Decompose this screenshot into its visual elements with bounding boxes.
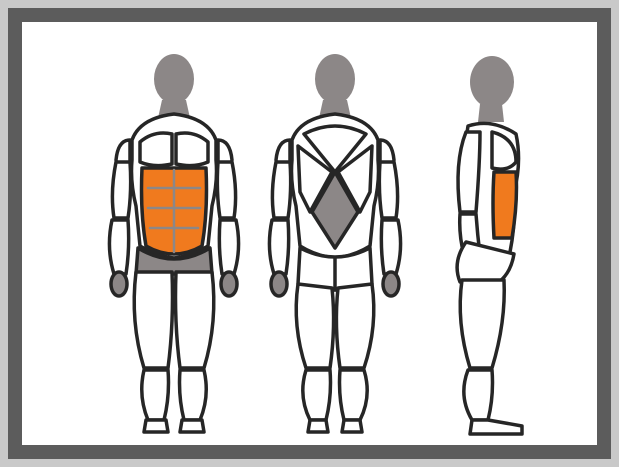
front-foot-right — [180, 420, 204, 432]
back-hand-right — [383, 272, 399, 296]
front-chest-left — [140, 133, 172, 166]
side-abdominals — [493, 172, 517, 238]
front-foot-left — [144, 420, 168, 432]
muscle-map-svg — [22, 22, 597, 445]
front-shin-right — [180, 370, 207, 420]
front-forearm-left — [109, 220, 128, 274]
front-thigh-left — [134, 272, 172, 368]
back-head — [315, 54, 355, 104]
front-thigh-right — [176, 272, 214, 368]
side-neck — [478, 104, 504, 122]
side-calf — [464, 370, 493, 420]
back-foot-left — [308, 420, 328, 432]
front-figure — [109, 54, 238, 432]
back-forearm-right — [381, 220, 400, 274]
back-forearm-left — [269, 220, 288, 274]
front-head — [154, 54, 194, 104]
side-upper-arm — [458, 132, 480, 212]
side-thigh — [460, 280, 504, 368]
back-figure — [269, 54, 400, 432]
back-calf-left — [303, 370, 331, 420]
side-foot — [470, 420, 522, 434]
front-upper-arm-left — [112, 162, 130, 218]
front-shin-left — [142, 370, 169, 420]
front-forearm-right — [219, 220, 238, 274]
side-head — [470, 56, 514, 108]
diagram-panel — [22, 22, 597, 445]
front-hand-left — [111, 272, 127, 296]
side-figure — [457, 56, 522, 434]
back-hand-left — [271, 272, 287, 296]
back-thigh-right — [336, 284, 373, 368]
back-foot-right — [342, 420, 362, 432]
front-upper-arm-right — [217, 162, 235, 218]
front-hand-right — [221, 272, 237, 296]
front-chest-right — [176, 133, 208, 166]
back-thigh-left — [296, 284, 333, 368]
diagram-frame — [8, 8, 611, 459]
back-upper-arm-left — [272, 162, 290, 218]
back-upper-arm-right — [379, 162, 397, 218]
back-calf-right — [340, 370, 368, 420]
